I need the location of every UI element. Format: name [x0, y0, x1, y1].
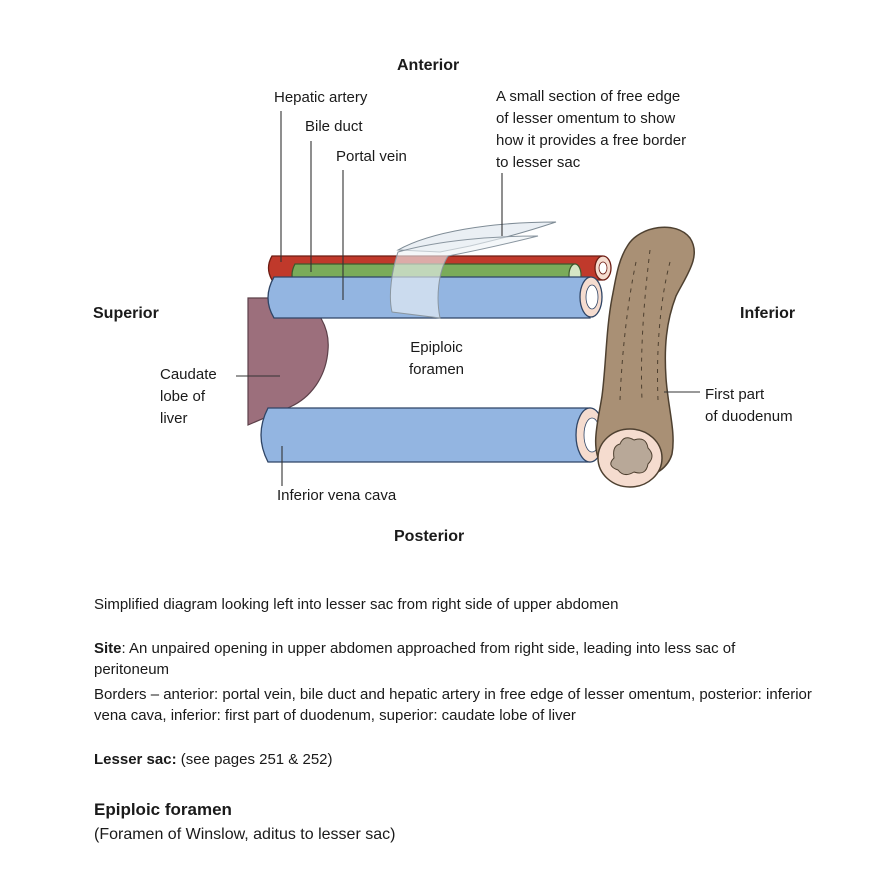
subheading: (Foramen of Winslow, aditus to lesser sa… [94, 826, 396, 843]
leader-lines [236, 111, 700, 486]
duodenum-shape [594, 226, 695, 488]
site-text: : An unpaired opening in upper abdomen a… [94, 640, 736, 678]
label-portal-vein: Portal vein [336, 148, 407, 165]
heading: Epiploic foramen [94, 800, 232, 819]
label-hepatic-artery: Hepatic artery [274, 89, 368, 106]
orientation-inferior: Inferior [740, 305, 796, 322]
site-label: Site [94, 640, 122, 657]
site-paragraph: Site: An unpaired opening in upper abdom… [94, 638, 814, 680]
label-caudate-lobe: Caudate lobe of liver [160, 366, 217, 427]
lesser-sac-paragraph: Lesser sac: (see pages 251 & 252) [94, 749, 814, 770]
borders-paragraph: Borders – anterior: portal vein, bile du… [94, 686, 812, 724]
label-first-part-duodenum: First part of duodenum [705, 386, 793, 425]
lesser-sac-text: (see pages 251 & 252) [176, 751, 333, 768]
lesser-sac-label: Lesser sac: [94, 751, 177, 768]
caption: Simplified diagram looking left into les… [94, 596, 619, 613]
label-inferior-vena-cava: Inferior vena cava [277, 487, 397, 504]
orientation-anterior: Anterior [397, 57, 460, 74]
ivc-tube [260, 407, 605, 463]
label-lesser-omentum-note: A small section of free edge of lesser o… [496, 88, 687, 171]
epiploic-foramen-diagram [236, 111, 700, 488]
orientation-superior: Superior [93, 305, 159, 322]
lesser-omentum-sheet [389, 221, 557, 319]
label-epiploic-foramen: Epiploic foramen [409, 339, 465, 378]
label-bile-duct: Bile duct [305, 118, 363, 135]
orientation-posterior: Posterior [394, 528, 465, 545]
